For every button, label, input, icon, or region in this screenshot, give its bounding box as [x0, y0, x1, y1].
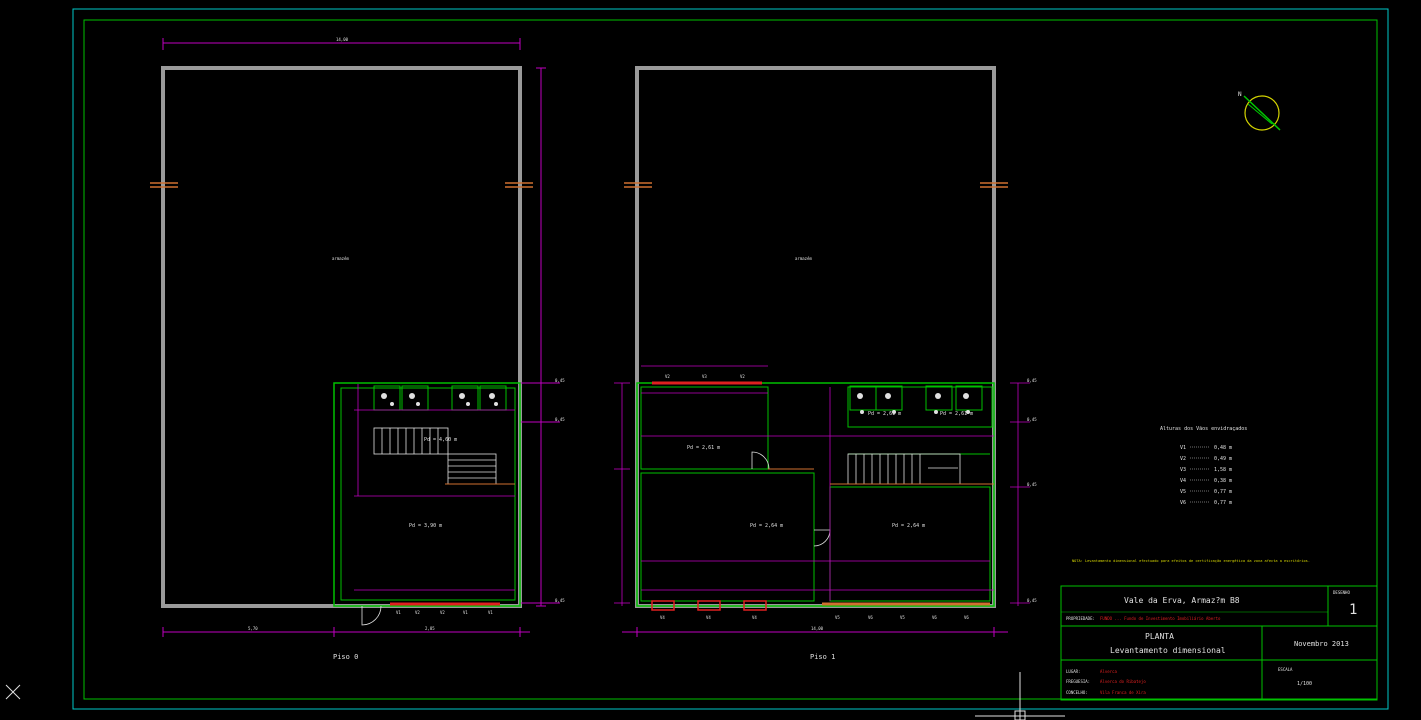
- pd-label-piso1-c: Pd = 2,61 m: [940, 411, 973, 417]
- svg-text:V6: V6: [868, 615, 873, 620]
- svg-text:V2: V2: [440, 610, 445, 615]
- wc-fixtures: [381, 393, 498, 406]
- lugar-value: Alverca: [1100, 669, 1117, 674]
- window-row-id: V5: [1180, 489, 1186, 495]
- office-block-1: [636, 382, 995, 607]
- floor-label-piso1: Piso 1: [810, 653, 835, 661]
- window-label-top: V2: [665, 374, 670, 379]
- outer-frame: [72, 8, 1389, 710]
- svg-text:0,45: 0,45: [555, 378, 565, 383]
- window-label-top: V3: [702, 374, 707, 379]
- stairs-piso-0: [373, 427, 497, 485]
- pd-label-piso1-d: Pd = 2,64 m: [750, 523, 783, 529]
- inner-frame: [83, 19, 1378, 700]
- crosshair-cursor[interactable]: [975, 672, 1065, 720]
- window-row-id: V3: [1180, 467, 1186, 473]
- svg-text:0,45: 0,45: [555, 598, 565, 603]
- svg-text:0,45: 0,45: [1027, 378, 1037, 383]
- north-label: N: [1238, 91, 1242, 98]
- window-row-value: 0,77 m: [1214, 489, 1232, 495]
- drawing-date: Novembro 2013: [1294, 640, 1349, 648]
- windows-piso1: [651, 600, 990, 611]
- office-block: [333, 382, 521, 607]
- window-row-value: 0,77 m: [1214, 500, 1232, 506]
- svg-text:V1: V1: [463, 610, 468, 615]
- window-row-value: 0,38 m: [1214, 478, 1232, 484]
- dimension-right: [520, 67, 560, 607]
- owner-value: FUNDO ... Fundo de Investimento Imobiliá…: [1100, 616, 1221, 621]
- svg-text:0,45: 0,45: [1027, 482, 1037, 487]
- window-row-id: V6: [1180, 500, 1186, 506]
- concelho-label: CONCELHO:: [1066, 690, 1088, 695]
- window-row-value: 1,58 m: [1214, 467, 1232, 473]
- freguesia-value: Alverca do Ribatejo: [1100, 679, 1146, 684]
- desenho-number: 1: [1349, 602, 1357, 618]
- desenho-label: DESENHO: [1333, 590, 1350, 595]
- pd-label-piso1-a: Pd = 2,61 m: [687, 445, 720, 451]
- room-label-piso1: armazém: [795, 256, 812, 261]
- sheet-subtitle: Levantamento dimensional: [1110, 646, 1226, 655]
- door-piso0: [361, 605, 382, 626]
- svg-text:V4: V4: [660, 615, 665, 620]
- concelho-value: Vila Franca de Xira: [1100, 690, 1146, 695]
- sheet-title: PLANTA: [1145, 632, 1174, 641]
- svg-text:0,45: 0,45: [555, 417, 565, 422]
- survey-note: NOTA: Levantamento dimensional efectuado…: [1072, 559, 1310, 563]
- svg-text:V2: V2: [415, 610, 420, 615]
- svg-text:2,85: 2,85: [425, 626, 435, 631]
- svg-text:14,00: 14,00: [336, 37, 349, 42]
- window-labels-piso0: V1 V2 V2 V1 V1: [396, 610, 493, 615]
- freguesia-label: FREGUESIA:: [1066, 679, 1090, 684]
- window-row-id: V2: [1180, 456, 1186, 462]
- wc-stalls: [373, 385, 507, 411]
- svg-text:V5: V5: [835, 615, 840, 620]
- svg-text:0,45: 0,45: [1027, 598, 1037, 603]
- title-block: Vale da Erva, Armaz?m B8 PROPRIEDADE: FU…: [1060, 585, 1378, 701]
- wall-break-markers: [150, 182, 533, 188]
- pd-label-piso0-lower: Pd = 3,90 m: [409, 523, 442, 529]
- escala-label: ESCALA: [1278, 667, 1293, 672]
- window-row-id: V4: [1180, 478, 1186, 484]
- window-row-value: 0,49 m: [1214, 456, 1232, 462]
- svg-text:V6: V6: [932, 615, 937, 620]
- plan-piso-1: armazém: [614, 66, 1037, 661]
- pd-label-piso1-b: Pd = 2,61 m: [868, 411, 901, 417]
- north-arrow-icon: N: [1238, 91, 1281, 131]
- plan-piso-0: 14,00 0,45 0,45 0,45: [150, 37, 565, 661]
- floor-label-piso0: Piso 0: [333, 653, 358, 661]
- pd-label-piso1-e: Pd = 2,64 m: [892, 523, 925, 529]
- svg-text:0,45: 0,45: [1027, 417, 1037, 422]
- window-row-value: 0,48 m: [1214, 445, 1232, 451]
- lugar-label: LUGAR:: [1066, 669, 1080, 674]
- owner-prefix: PROPRIEDADE:: [1066, 616, 1095, 621]
- window-row-id: V1: [1180, 445, 1186, 451]
- svg-text:V1: V1: [396, 610, 401, 615]
- svg-text:V1: V1: [488, 610, 493, 615]
- ucs-icon: [5, 684, 21, 700]
- window-table-title: Alturas dos Vãos envidraçados: [1160, 426, 1247, 432]
- pd-label-piso0-upper: Pd = 4,60 m: [424, 437, 457, 443]
- svg-text:14,00: 14,00: [811, 626, 824, 631]
- dimension-top: [162, 38, 521, 50]
- warehouse-wall-1: [635, 66, 996, 608]
- svg-text:V6: V6: [964, 615, 969, 620]
- svg-text:5,70: 5,70: [248, 626, 258, 631]
- svg-text:V4: V4: [706, 615, 711, 620]
- svg-text:V5: V5: [900, 615, 905, 620]
- window-label-top: V2: [740, 374, 745, 379]
- room-label-piso0: armazém: [332, 256, 349, 261]
- stairs-piso-1: [847, 453, 961, 485]
- project-title: Vale da Erva, Armaz?m B8: [1124, 596, 1240, 605]
- svg-text:V4: V4: [752, 615, 757, 620]
- window-heights-table: Alturas dos Vãos envidraçados V1 0,48 m V2…: [1160, 426, 1247, 506]
- escala-value: 1/100: [1297, 681, 1312, 687]
